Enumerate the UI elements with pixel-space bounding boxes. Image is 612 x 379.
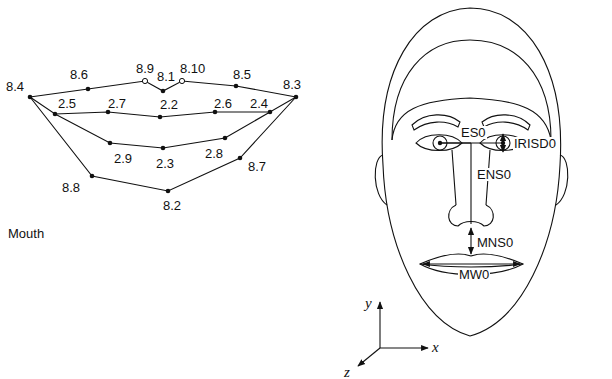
feature-points: [28, 84, 299, 194]
measure-label: MW0: [458, 268, 490, 281]
axis-label: x: [432, 340, 439, 355]
callout-number: 8.4: [6, 80, 24, 93]
callout-number: 8.9: [136, 62, 154, 75]
measure-lines: [423, 134, 520, 264]
callout-number: 2.8: [205, 147, 223, 160]
callout-number: 8.10: [180, 62, 205, 75]
callout-number: 8.2: [163, 199, 181, 212]
measure-label: ENS0: [476, 168, 512, 181]
axes: [358, 302, 428, 366]
callout-number: 2.4: [250, 97, 268, 110]
mouth-outline: [30, 81, 296, 191]
region-label: Mouth: [8, 227, 44, 240]
callout-number: 8.6: [70, 68, 88, 81]
axis-label: z: [344, 365, 350, 379]
face-outline: [375, 8, 568, 336]
callout-number: 2.5: [58, 97, 76, 110]
measure-label: ES0: [460, 126, 487, 139]
callout-number: 2.6: [214, 97, 232, 110]
callout-number: 8.5: [233, 68, 251, 81]
callout-number: 2.2: [160, 98, 178, 111]
callout-number: 2.9: [114, 152, 132, 165]
callout-number: 2.3: [156, 157, 174, 170]
callout-number: 2.7: [108, 97, 126, 110]
callout-number: 8.7: [248, 160, 266, 173]
measure-label: MNS0: [476, 236, 514, 249]
measure-label: IRISD0: [513, 137, 557, 150]
callout-number: 8.1: [157, 70, 175, 83]
callout-number: 8.3: [283, 78, 301, 91]
axis-label: y: [365, 296, 372, 311]
callout-number: 8.8: [62, 181, 80, 194]
